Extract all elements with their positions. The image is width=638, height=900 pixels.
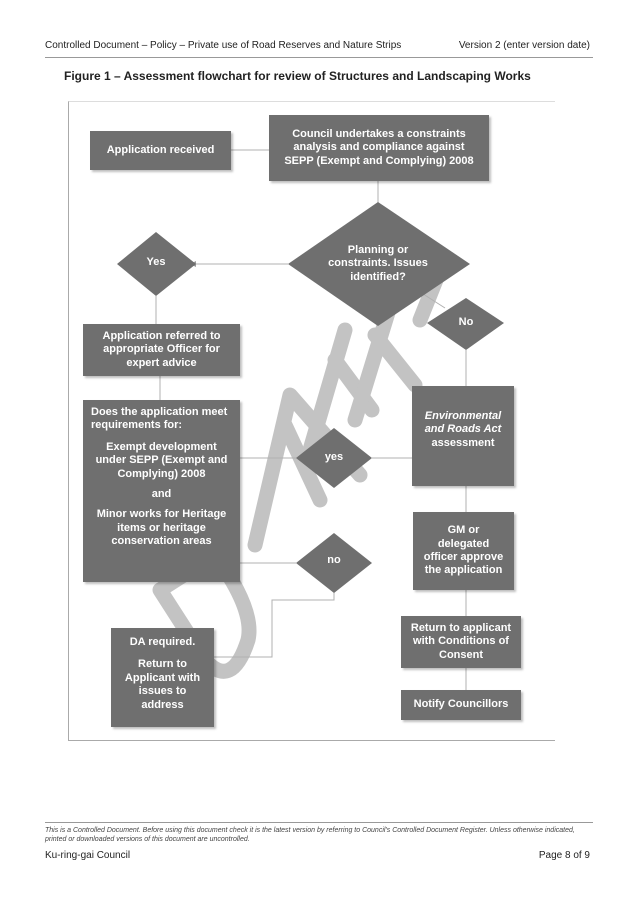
diamond-yes-2 xyxy=(296,428,372,488)
footer-page-number: Page 8 of 9 xyxy=(538,850,590,861)
flowchart-frame xyxy=(68,101,555,741)
box-da-required: DA required. Return to Applicant with is… xyxy=(111,628,214,727)
box-return-conditions: Return to applicant with Conditions of C… xyxy=(401,616,521,668)
footer-divider xyxy=(45,822,593,823)
da-required-text: DA required. xyxy=(129,636,196,648)
diamond-yes-1 xyxy=(117,232,196,296)
diamond-constraints-decision xyxy=(288,202,470,326)
yes-label-2: yes xyxy=(324,451,344,464)
box-application-received: Application received xyxy=(90,131,231,170)
env-assessment-italic: Environmental and Roads Act xyxy=(424,410,502,436)
requirements-and: and xyxy=(151,488,172,501)
env-assessment-rest: assessment xyxy=(431,436,495,449)
requirements-question: Does the application meet requirements f… xyxy=(91,406,228,432)
decision-constraints-label: Planning or constraints. Issues identifi… xyxy=(328,243,428,283)
diamond-no-1 xyxy=(427,298,504,350)
box-gm-approve: GM or delegated officer approve the appl… xyxy=(413,512,514,590)
footer-organisation: Ku-ring-gai Council xyxy=(45,850,131,861)
requirements-exempt: Exempt development under SEPP (Exempt an… xyxy=(95,440,228,480)
requirements-minor: Minor works for Heritage items or herita… xyxy=(96,508,227,548)
header-divider xyxy=(45,57,593,58)
header-document-title: Controlled Document – Policy – Private u… xyxy=(45,40,402,51)
header-version: Version 2 (enter version date) xyxy=(458,40,590,51)
diamond-no-2 xyxy=(296,533,372,593)
footer-disclaimer: This is a Controlled Document. Before us… xyxy=(45,827,575,844)
no-label-1: No xyxy=(458,316,474,329)
box-application-referred: Application referred to appropriate Offi… xyxy=(83,324,240,376)
return-issues-text: Return to Applicant with issues to addre… xyxy=(124,658,201,711)
box-council-constraints: Council undertakes a constraints analysi… xyxy=(269,115,489,181)
box-environmental-assessment: Environmental and Roads Act assessment xyxy=(412,386,514,486)
yes-label-1: Yes xyxy=(146,256,166,269)
box-notify-councillors: Notify Councillors xyxy=(401,690,521,720)
figure-title: Figure 1 – Assessment flowchart for revi… xyxy=(64,69,531,83)
no-label-2: no xyxy=(327,554,341,567)
box-requirements: Does the application meet requirements f… xyxy=(83,400,240,582)
